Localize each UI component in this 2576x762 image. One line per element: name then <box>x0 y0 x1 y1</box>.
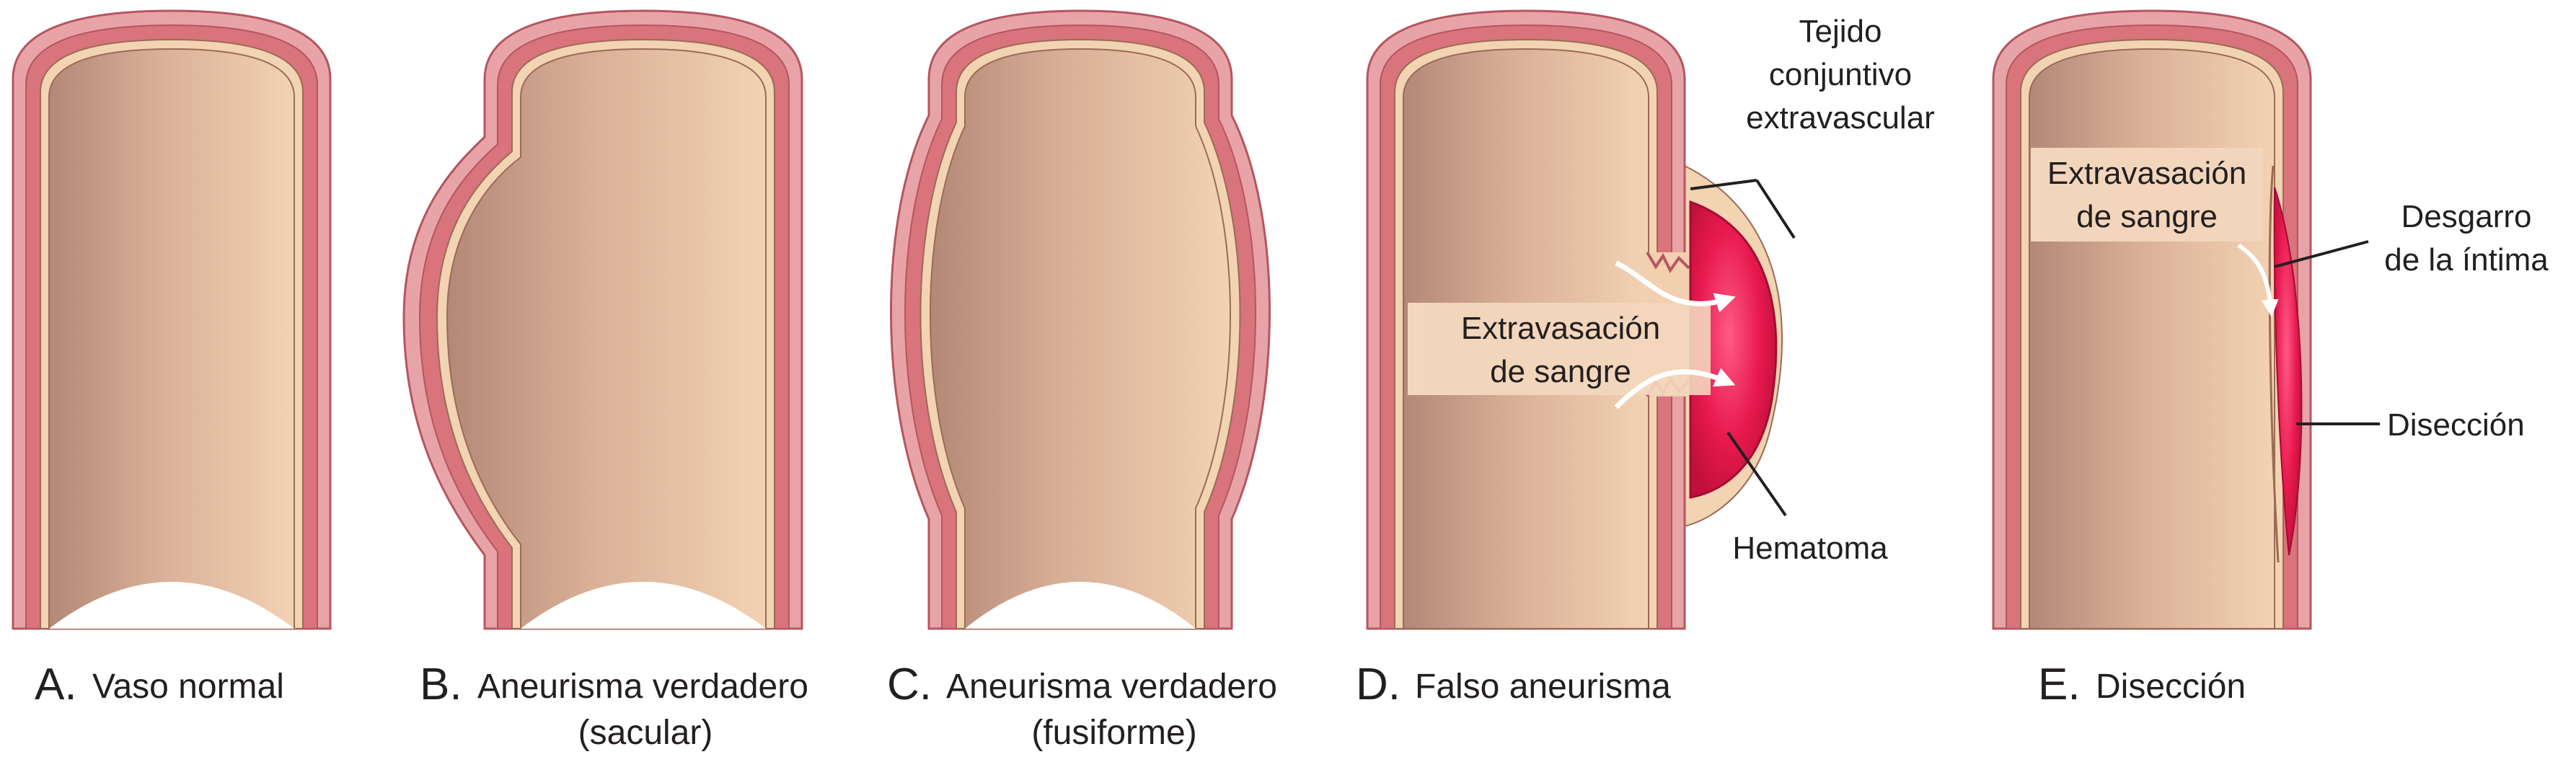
caption-b-text-line2: (sacular) <box>578 714 713 752</box>
annotation-diseccion: Disección <box>2387 407 2525 443</box>
annotation-extravasacion-e-line1: Extravasación <box>2047 156 2246 191</box>
extravasation-label-box-e <box>2031 148 2263 242</box>
dissection-flow-arrow <box>2237 243 2279 317</box>
tejido-pointer-line-1 <box>1690 179 1757 190</box>
annotation-extravasacion-d-line1: Extravasación <box>1461 311 1660 346</box>
caption-d-text: Falso aneurisma <box>1415 668 1671 706</box>
extravasation-label-box <box>1408 303 1711 395</box>
hematoma-sac <box>1689 200 1778 499</box>
panel-e-dissection <box>1992 9 2380 630</box>
annotation-tejido-line1: Tejido <box>1799 14 1882 49</box>
blood-flow-arrow-lower <box>1614 368 1736 409</box>
caption-e: E. Disección <box>2038 660 2246 709</box>
caption-e-text: Disección <box>2096 668 2246 706</box>
caption-c-text-line1: Aneurisma verdadero <box>946 668 1277 706</box>
caption-c: C. Aneurisma verdadero (fusiforme) <box>887 660 1277 752</box>
panel-b-saccular-aneurysm <box>402 9 803 630</box>
caption-b-letter: B. <box>420 660 462 709</box>
annotation-tejido-line2: conjuntivo <box>1769 57 1912 92</box>
caption-d-letter: D. <box>1356 660 1401 709</box>
caption-b-text-line1: Aneurisma verdadero <box>477 668 808 706</box>
caption-c-letter: C. <box>887 660 932 709</box>
caption-a: A. Vaso normal <box>35 660 284 709</box>
annotation-desgarro-line1: Desgarro <box>2401 199 2532 234</box>
caption-e-letter: E. <box>2038 660 2081 709</box>
caption-d: D. Falso aneurisma <box>1356 660 1671 709</box>
tejido-pointer-line-2 <box>1755 179 1796 239</box>
caption-b: B. Aneurisma verdadero (sacular) <box>420 660 808 752</box>
annotation-extravasacion-e-line2: de sangre <box>2076 199 2218 234</box>
desgarro-pointer-line <box>2274 240 2369 268</box>
annotation-tejido-line3: extravascular <box>1746 100 1935 136</box>
blood-flow-arrow-upper <box>1615 260 1736 313</box>
annotation-desgarro-line2: de la íntima <box>2384 242 2549 278</box>
caption-c-text-line2: (fusiforme) <box>1031 714 1196 752</box>
caption-a-text: Vaso normal <box>92 668 284 706</box>
annotation-hematoma: Hematoma <box>1732 531 1888 566</box>
panel-c-fusiform-aneurysm <box>890 9 1271 630</box>
panel-a-normal-vessel <box>12 9 332 630</box>
panel-d-false-aneurysm <box>1366 9 1796 630</box>
hematoma-pointer-line <box>1726 431 1787 517</box>
annotation-extravasacion-d-line2: de sangre <box>1490 354 1631 389</box>
caption-a-letter: A. <box>35 660 77 709</box>
